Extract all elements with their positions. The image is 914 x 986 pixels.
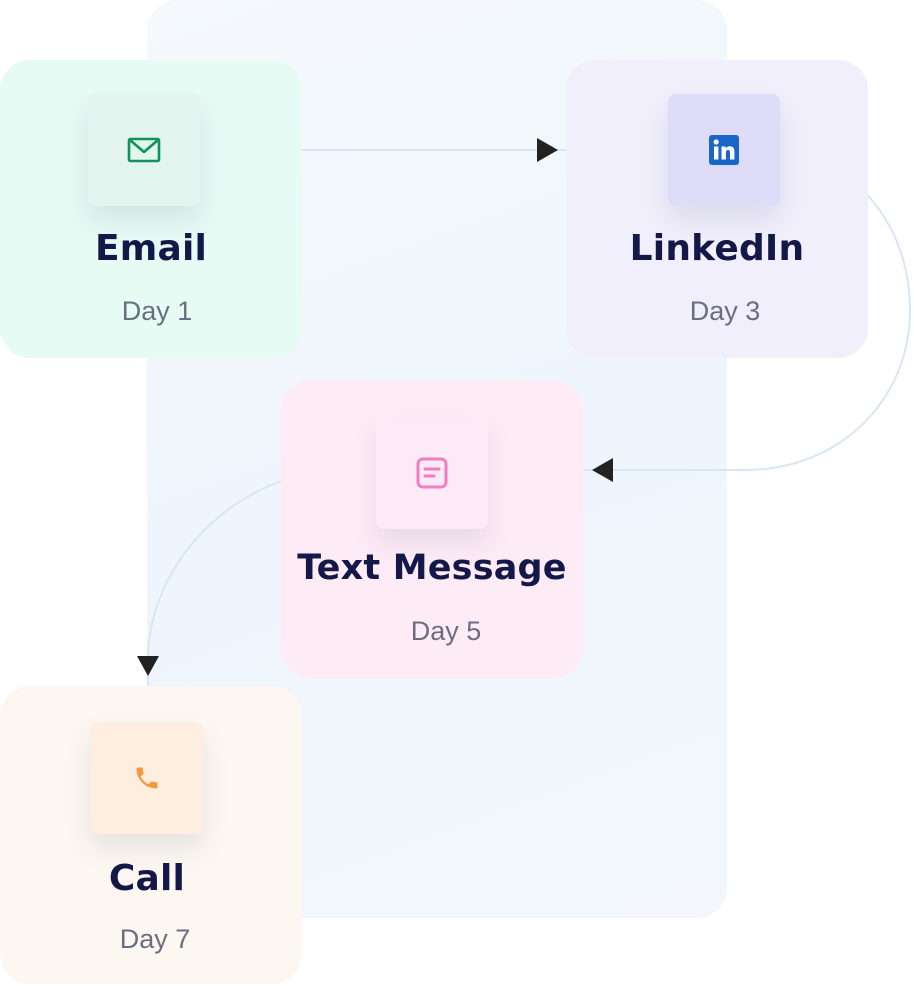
step-title: Text Message xyxy=(297,548,567,588)
phone-icon-box xyxy=(91,722,203,834)
step-card-linkedin: LinkedIn Day 3 xyxy=(566,60,868,358)
arrow-to-text xyxy=(592,458,613,482)
step-title: LinkedIn xyxy=(629,228,805,269)
email-icon-box xyxy=(88,94,200,206)
step-day: Day 3 xyxy=(689,296,761,326)
step-card-text-message: Text Message Day 5 xyxy=(281,380,583,678)
arrow-to-call xyxy=(137,656,159,676)
step-day: Day 7 xyxy=(119,924,191,954)
arrow-to-linkedin xyxy=(537,138,558,162)
step-card-call: Call Day 7 xyxy=(0,686,302,984)
step-title: Call xyxy=(108,858,186,899)
step-day: Day 1 xyxy=(121,296,193,326)
linkedin-icon-box xyxy=(668,94,780,206)
envelope-icon xyxy=(127,137,161,163)
phone-icon xyxy=(136,767,158,789)
step-title: Email xyxy=(94,228,208,269)
linkedin-icon xyxy=(709,135,739,165)
step-card-email: Email Day 1 xyxy=(0,60,302,358)
message-icon-box xyxy=(376,417,488,529)
message-icon xyxy=(416,457,448,489)
step-day: Day 5 xyxy=(410,616,482,646)
